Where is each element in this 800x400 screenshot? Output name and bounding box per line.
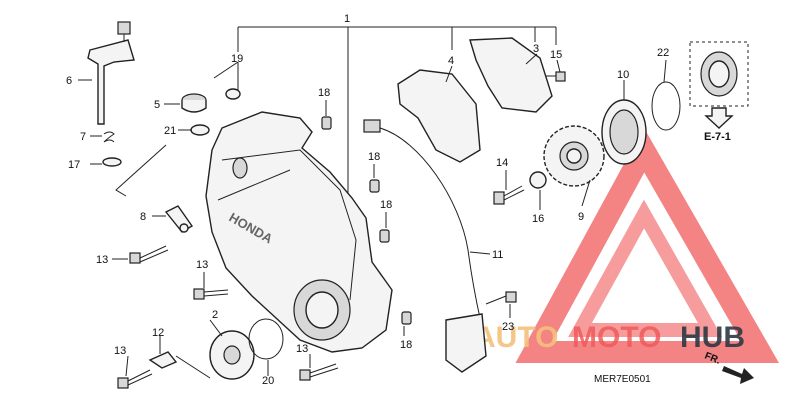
label-7: 7 xyxy=(80,131,86,143)
part-8-clamp xyxy=(164,205,194,233)
label-13-a: 13 xyxy=(96,254,108,266)
label-22: 22 xyxy=(657,47,669,59)
label-2: 2 xyxy=(212,309,218,321)
ref-e71-bearing: E-7-1 xyxy=(689,41,749,143)
label-6: 6 xyxy=(66,75,72,87)
label-18-b: 18 xyxy=(368,151,380,163)
label-18-a: 18 xyxy=(318,87,330,99)
label-1: 1 xyxy=(344,13,350,25)
part-14-bolt xyxy=(493,185,525,205)
part-11-sensor-wire xyxy=(363,119,487,373)
label-9: 9 xyxy=(578,211,584,223)
label-8: 8 xyxy=(140,211,146,223)
part-23-bolt xyxy=(485,291,517,305)
label-13-d: 13 xyxy=(296,343,308,355)
leader-lines xyxy=(78,53,667,377)
part-5-filler-cap xyxy=(181,93,207,113)
part-13-bolt-a xyxy=(129,245,169,264)
part-20-oring xyxy=(248,318,284,360)
part-17-washer xyxy=(102,157,122,167)
label-3: 3 xyxy=(533,43,539,55)
label-12: 12 xyxy=(152,327,164,339)
watermark-triangle-inner xyxy=(568,199,723,337)
label-13-c: 13 xyxy=(114,345,126,357)
leader-12 xyxy=(175,355,211,379)
ref-label: E-7-1 xyxy=(704,131,731,143)
part-18-dowel-c xyxy=(379,229,390,243)
watermark-hub: HUB xyxy=(680,321,745,354)
label-17: 17 xyxy=(68,159,80,171)
part-4-shield xyxy=(397,69,481,163)
part-7-spring xyxy=(103,131,115,143)
part-13-bolt-b xyxy=(193,288,229,300)
part-9-starter-gear xyxy=(543,125,605,187)
watermark: AUTO MOTO HUB xyxy=(474,127,780,363)
part-15-bolt xyxy=(546,71,566,82)
label-23: 23 xyxy=(502,321,514,333)
label-18-c: 18 xyxy=(380,199,392,211)
label-18-d: 18 xyxy=(400,339,412,351)
crankcase-cover: HONDA xyxy=(205,111,393,353)
watermark-triangle-outer xyxy=(515,127,780,363)
part-16-washer xyxy=(529,171,547,189)
part-13-bolt-c xyxy=(117,369,153,389)
label-15: 15 xyxy=(550,49,562,61)
label-4: 4 xyxy=(448,55,454,67)
part-12-bracket xyxy=(148,351,178,369)
part-21-oring xyxy=(190,124,210,136)
part-13-bolt-d xyxy=(299,363,339,381)
callout-labels: 1 2 3 4 5 6 7 8 9 10 11 12 13 13 13 13 1… xyxy=(66,13,669,387)
label-14: 14 xyxy=(496,157,508,169)
label-16: 16 xyxy=(532,213,544,225)
part-2-timing-cap xyxy=(209,330,255,380)
part-6-shift-arm xyxy=(87,21,135,125)
label-21: 21 xyxy=(164,125,176,137)
label-5: 5 xyxy=(154,99,160,111)
label-10: 10 xyxy=(617,69,629,81)
leader-7-17 xyxy=(115,144,167,197)
watermark-auto: AUTO xyxy=(474,321,558,354)
part-10-one-way-clutch xyxy=(601,99,647,165)
part-3-plate xyxy=(469,37,553,113)
watermark-moto: MOTO xyxy=(572,321,661,354)
part-18-dowel-b xyxy=(369,179,380,193)
label-11: 11 xyxy=(492,249,503,261)
fr-arrow-icon xyxy=(722,366,754,384)
diagram-code: MER7E0501 xyxy=(594,374,651,385)
part-22-circlip xyxy=(651,81,681,131)
assembly-bracket xyxy=(237,26,557,200)
label-19: 19 xyxy=(231,53,243,65)
label-20: 20 xyxy=(262,375,274,387)
label-13-b: 13 xyxy=(196,259,208,271)
part-19-oring xyxy=(225,88,241,100)
part-18-dowel-d xyxy=(401,311,412,325)
part-18-dowel-a xyxy=(321,116,332,130)
